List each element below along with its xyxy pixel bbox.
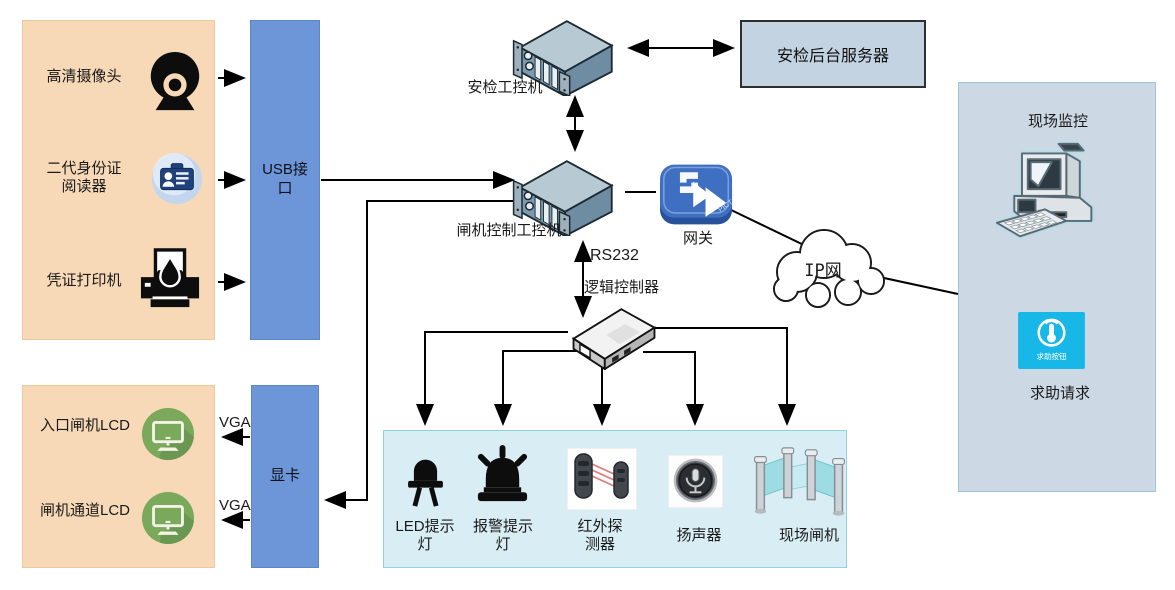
gateway-label: 网关 bbox=[682, 230, 713, 247]
gateway-icon: PICT bbox=[653, 158, 735, 230]
ip-cloud-label: IP网 bbox=[804, 261, 842, 281]
usb-interface-label: USB接 口 bbox=[262, 161, 308, 197]
backend-server-label: 安检后台服务器 bbox=[776, 48, 889, 65]
security-pc-label: 安检工控机 bbox=[467, 79, 543, 96]
webcam-icon bbox=[145, 50, 205, 112]
speaker-label: 扬声器 bbox=[676, 527, 722, 544]
logic-controller-label: 逻辑控制器 bbox=[584, 279, 660, 296]
led-indicator-label: LED提示 灯 bbox=[395, 518, 455, 554]
camera-label: 高清摄像头 bbox=[46, 68, 122, 85]
vga-label-bottom: VGA bbox=[219, 497, 251, 514]
printer-label: 凭证打印机 bbox=[46, 272, 122, 289]
alarm-light-icon bbox=[472, 444, 533, 507]
usb-interface-bar: USB接 口 bbox=[250, 20, 320, 340]
infrared-detector-label: 红外探 测器 bbox=[577, 518, 623, 554]
lcd-monitor-icon bbox=[141, 407, 195, 461]
led-indicator-icon bbox=[404, 448, 447, 508]
speaker-icon bbox=[668, 455, 723, 508]
turnstile-gate-icon bbox=[752, 442, 847, 524]
backend-server-box: 安检后台服务器 bbox=[740, 20, 926, 88]
vga-label-top: VGA bbox=[219, 414, 251, 431]
gpu-label: 显卡 bbox=[269, 467, 300, 485]
site-monitor-label: 现场监控 bbox=[1027, 113, 1088, 130]
help-button-caption: 求助按钮 bbox=[1037, 351, 1067, 361]
turnstile-gate-label: 现场闸机 bbox=[778, 527, 839, 544]
rs232-label: RS232 bbox=[590, 247, 639, 264]
infrared-detector-icon bbox=[567, 448, 637, 510]
ip-cloud-icon bbox=[773, 229, 885, 308]
gate-pc-label: 闸机控制工控机 bbox=[456, 222, 562, 239]
entrance-lcd-label: 入口闸机LCD bbox=[39, 417, 130, 434]
printer-icon bbox=[138, 248, 202, 310]
help-button-icon: 求助按钮 bbox=[1018, 312, 1085, 369]
help-request-label: 求助请求 bbox=[1029, 385, 1090, 402]
alarm-light-label: 报警提示 灯 bbox=[472, 518, 533, 554]
gpu-bar: 显卡 bbox=[251, 385, 319, 568]
id-card-reader-icon bbox=[150, 152, 204, 206]
logic-controller-icon bbox=[568, 300, 660, 370]
id-reader-label: 二代身份证 阅读器 bbox=[46, 160, 122, 196]
lcd-monitor-icon bbox=[141, 491, 195, 545]
site-monitor-computer-icon bbox=[995, 138, 1101, 246]
monitor-panel bbox=[958, 82, 1156, 492]
lane-lcd-label: 闸机通道LCD bbox=[39, 502, 130, 519]
